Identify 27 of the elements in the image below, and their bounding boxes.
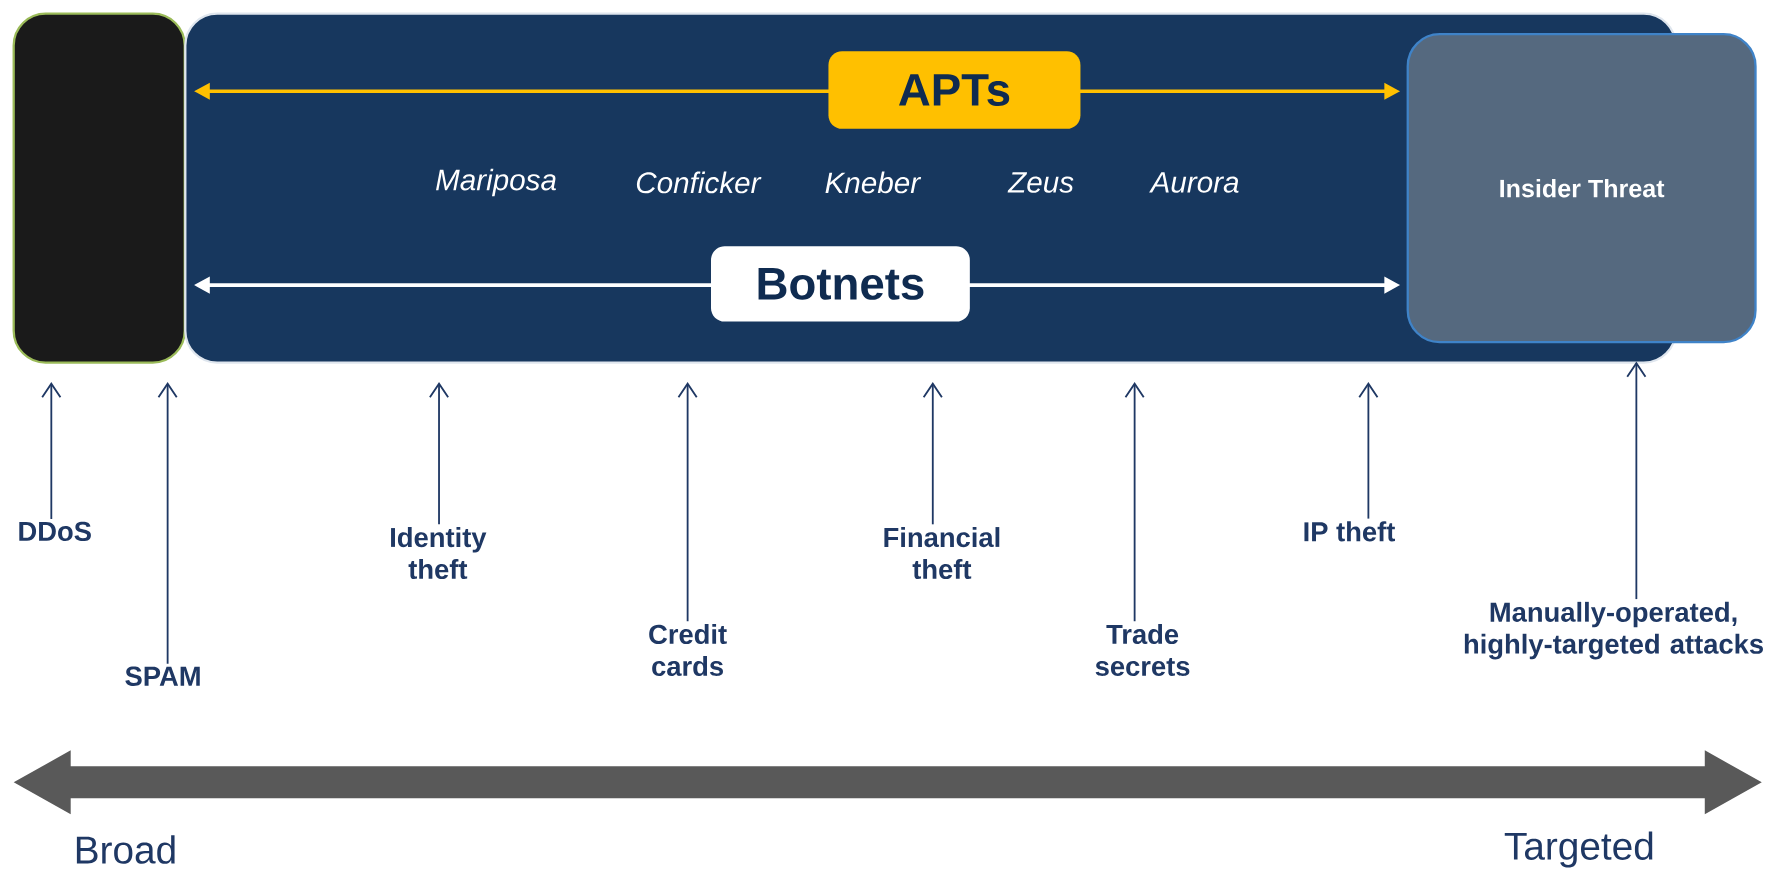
panel [12,12,186,364]
arrow [41,382,62,520]
scale-label: Targeted [1504,831,1653,868]
label-box: APTs [828,51,1081,129]
botnet-name: Mariposa [436,168,556,197]
arrow [1358,382,1379,520]
category-label: SPAM [125,666,200,686]
arrow [157,382,178,665]
category-label: Credit cards [649,624,727,677]
botnet-name: Zeus [1007,172,1074,193]
arrow [677,382,698,623]
arrow [1124,382,1145,623]
botnet-name: Aurora [1149,172,1239,193]
category-label: Manually-operated, highly-targeted attacks [1464,601,1763,660]
panel: Insider Threat [1406,33,1757,344]
arrow [1626,361,1647,601]
botnet-name: Kneber [825,171,922,194]
category-label: DDoS [19,521,91,542]
scale-label: Broad [76,835,175,864]
category-label: IP theft [1304,521,1395,542]
arrow [922,382,943,526]
category-label: Financial theft [884,527,1000,580]
category-label: Identity theft [391,527,487,580]
botnet-name: Conficker [636,171,762,194]
label-box: Botnets [711,246,970,322]
arrow [429,382,450,526]
category-label: Trade secrets [1095,624,1190,677]
